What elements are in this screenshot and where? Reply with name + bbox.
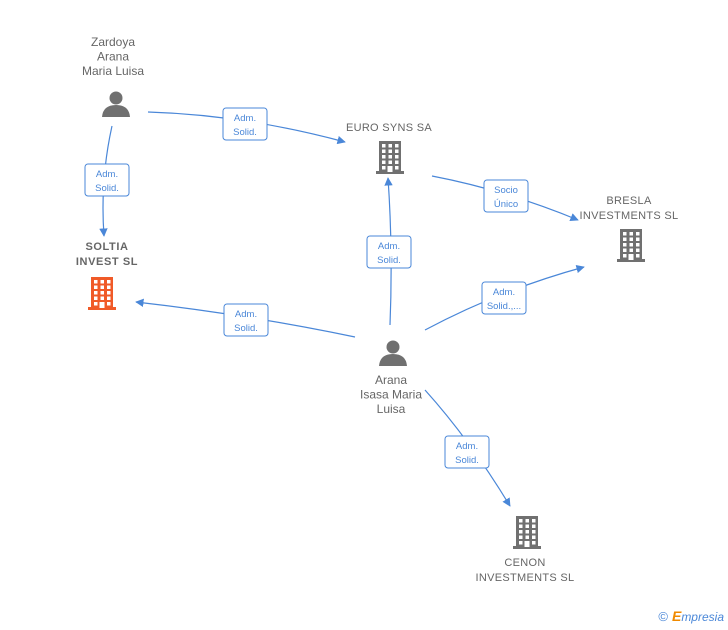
node-label: Zardoya bbox=[91, 35, 135, 49]
node-label: SOLTIA bbox=[85, 241, 128, 253]
edge-label-box bbox=[222, 107, 268, 141]
edge-label-text: Socio bbox=[494, 185, 518, 196]
edge-label-text: Adm. bbox=[493, 287, 515, 298]
edge-label-box bbox=[481, 281, 527, 315]
node-euro-syns[interactable]: EURO SYNS SA bbox=[346, 122, 432, 174]
node-label: Arana bbox=[375, 373, 407, 387]
edge-arana_isasa-euro_syns: Adm. Solid. bbox=[366, 177, 412, 326]
edge-label-text: Solid. bbox=[95, 183, 119, 194]
edge-label-text: Único bbox=[494, 199, 518, 210]
node-label: Luisa bbox=[377, 402, 406, 416]
edge-label-text: Adm. bbox=[235, 309, 257, 320]
edge-arana_isasa-cenon: Adm. Solid. bbox=[424, 389, 511, 507]
node-label: INVESTMENTS SL bbox=[476, 572, 575, 584]
building-icon bbox=[88, 277, 116, 310]
brand-initial: E bbox=[671, 608, 682, 624]
edge-label-box bbox=[366, 235, 412, 269]
building-icon bbox=[513, 516, 541, 549]
edge-label-box bbox=[223, 303, 269, 337]
edge-label-text: Adm. bbox=[234, 113, 256, 124]
footer-brand: ©Empresia bbox=[658, 608, 724, 624]
copyright-symbol: © bbox=[658, 609, 668, 624]
building-icon bbox=[617, 229, 645, 262]
node-label: Isasa Maria bbox=[360, 388, 422, 402]
edge-arana_isasa-bresla: Adm. Solid.,... bbox=[424, 264, 585, 331]
edge-label-box bbox=[84, 163, 130, 197]
node-soltia[interactable]: SOLTIA INVEST SL bbox=[76, 241, 138, 310]
edge-label-text: Adm. bbox=[378, 241, 400, 252]
edge-label-text: Solid. bbox=[233, 127, 257, 138]
edge-label-text: Solid. bbox=[377, 255, 401, 266]
edge-label-box bbox=[444, 435, 490, 469]
edge-label-text: Solid. bbox=[455, 455, 479, 466]
node-label: BRESLA bbox=[606, 195, 652, 207]
node-label: EURO SYNS SA bbox=[346, 122, 432, 134]
edge-arana_isasa-soltia: Adm. Solid. bbox=[135, 298, 356, 338]
node-label: Maria Luisa bbox=[82, 64, 144, 78]
building-icon bbox=[376, 141, 404, 174]
edge-label-text: Adm. bbox=[96, 169, 118, 180]
node-bresla[interactable]: BRESLA INVESTMENTS SL bbox=[580, 195, 679, 262]
node-cenon[interactable]: CENON INVESTMENTS SL bbox=[476, 516, 575, 584]
edge-zardoya-soltia: Adm. Solid. bbox=[84, 125, 130, 237]
node-label: INVEST SL bbox=[76, 256, 138, 268]
node-label: INVESTMENTS SL bbox=[580, 210, 679, 222]
edge-label-text: Solid.,... bbox=[487, 301, 521, 312]
node-label: CENON bbox=[504, 557, 545, 569]
person-icon bbox=[379, 340, 407, 366]
person-icon bbox=[102, 91, 130, 117]
edge-zardoya-euro_syns: Adm. Solid. bbox=[147, 107, 346, 145]
brand-name: mpresia bbox=[681, 610, 724, 624]
edge-label-box bbox=[483, 179, 529, 213]
edge-label-text: Solid. bbox=[234, 323, 258, 334]
edge-label-text: Adm. bbox=[456, 441, 478, 452]
node-label: Arana bbox=[97, 50, 129, 64]
